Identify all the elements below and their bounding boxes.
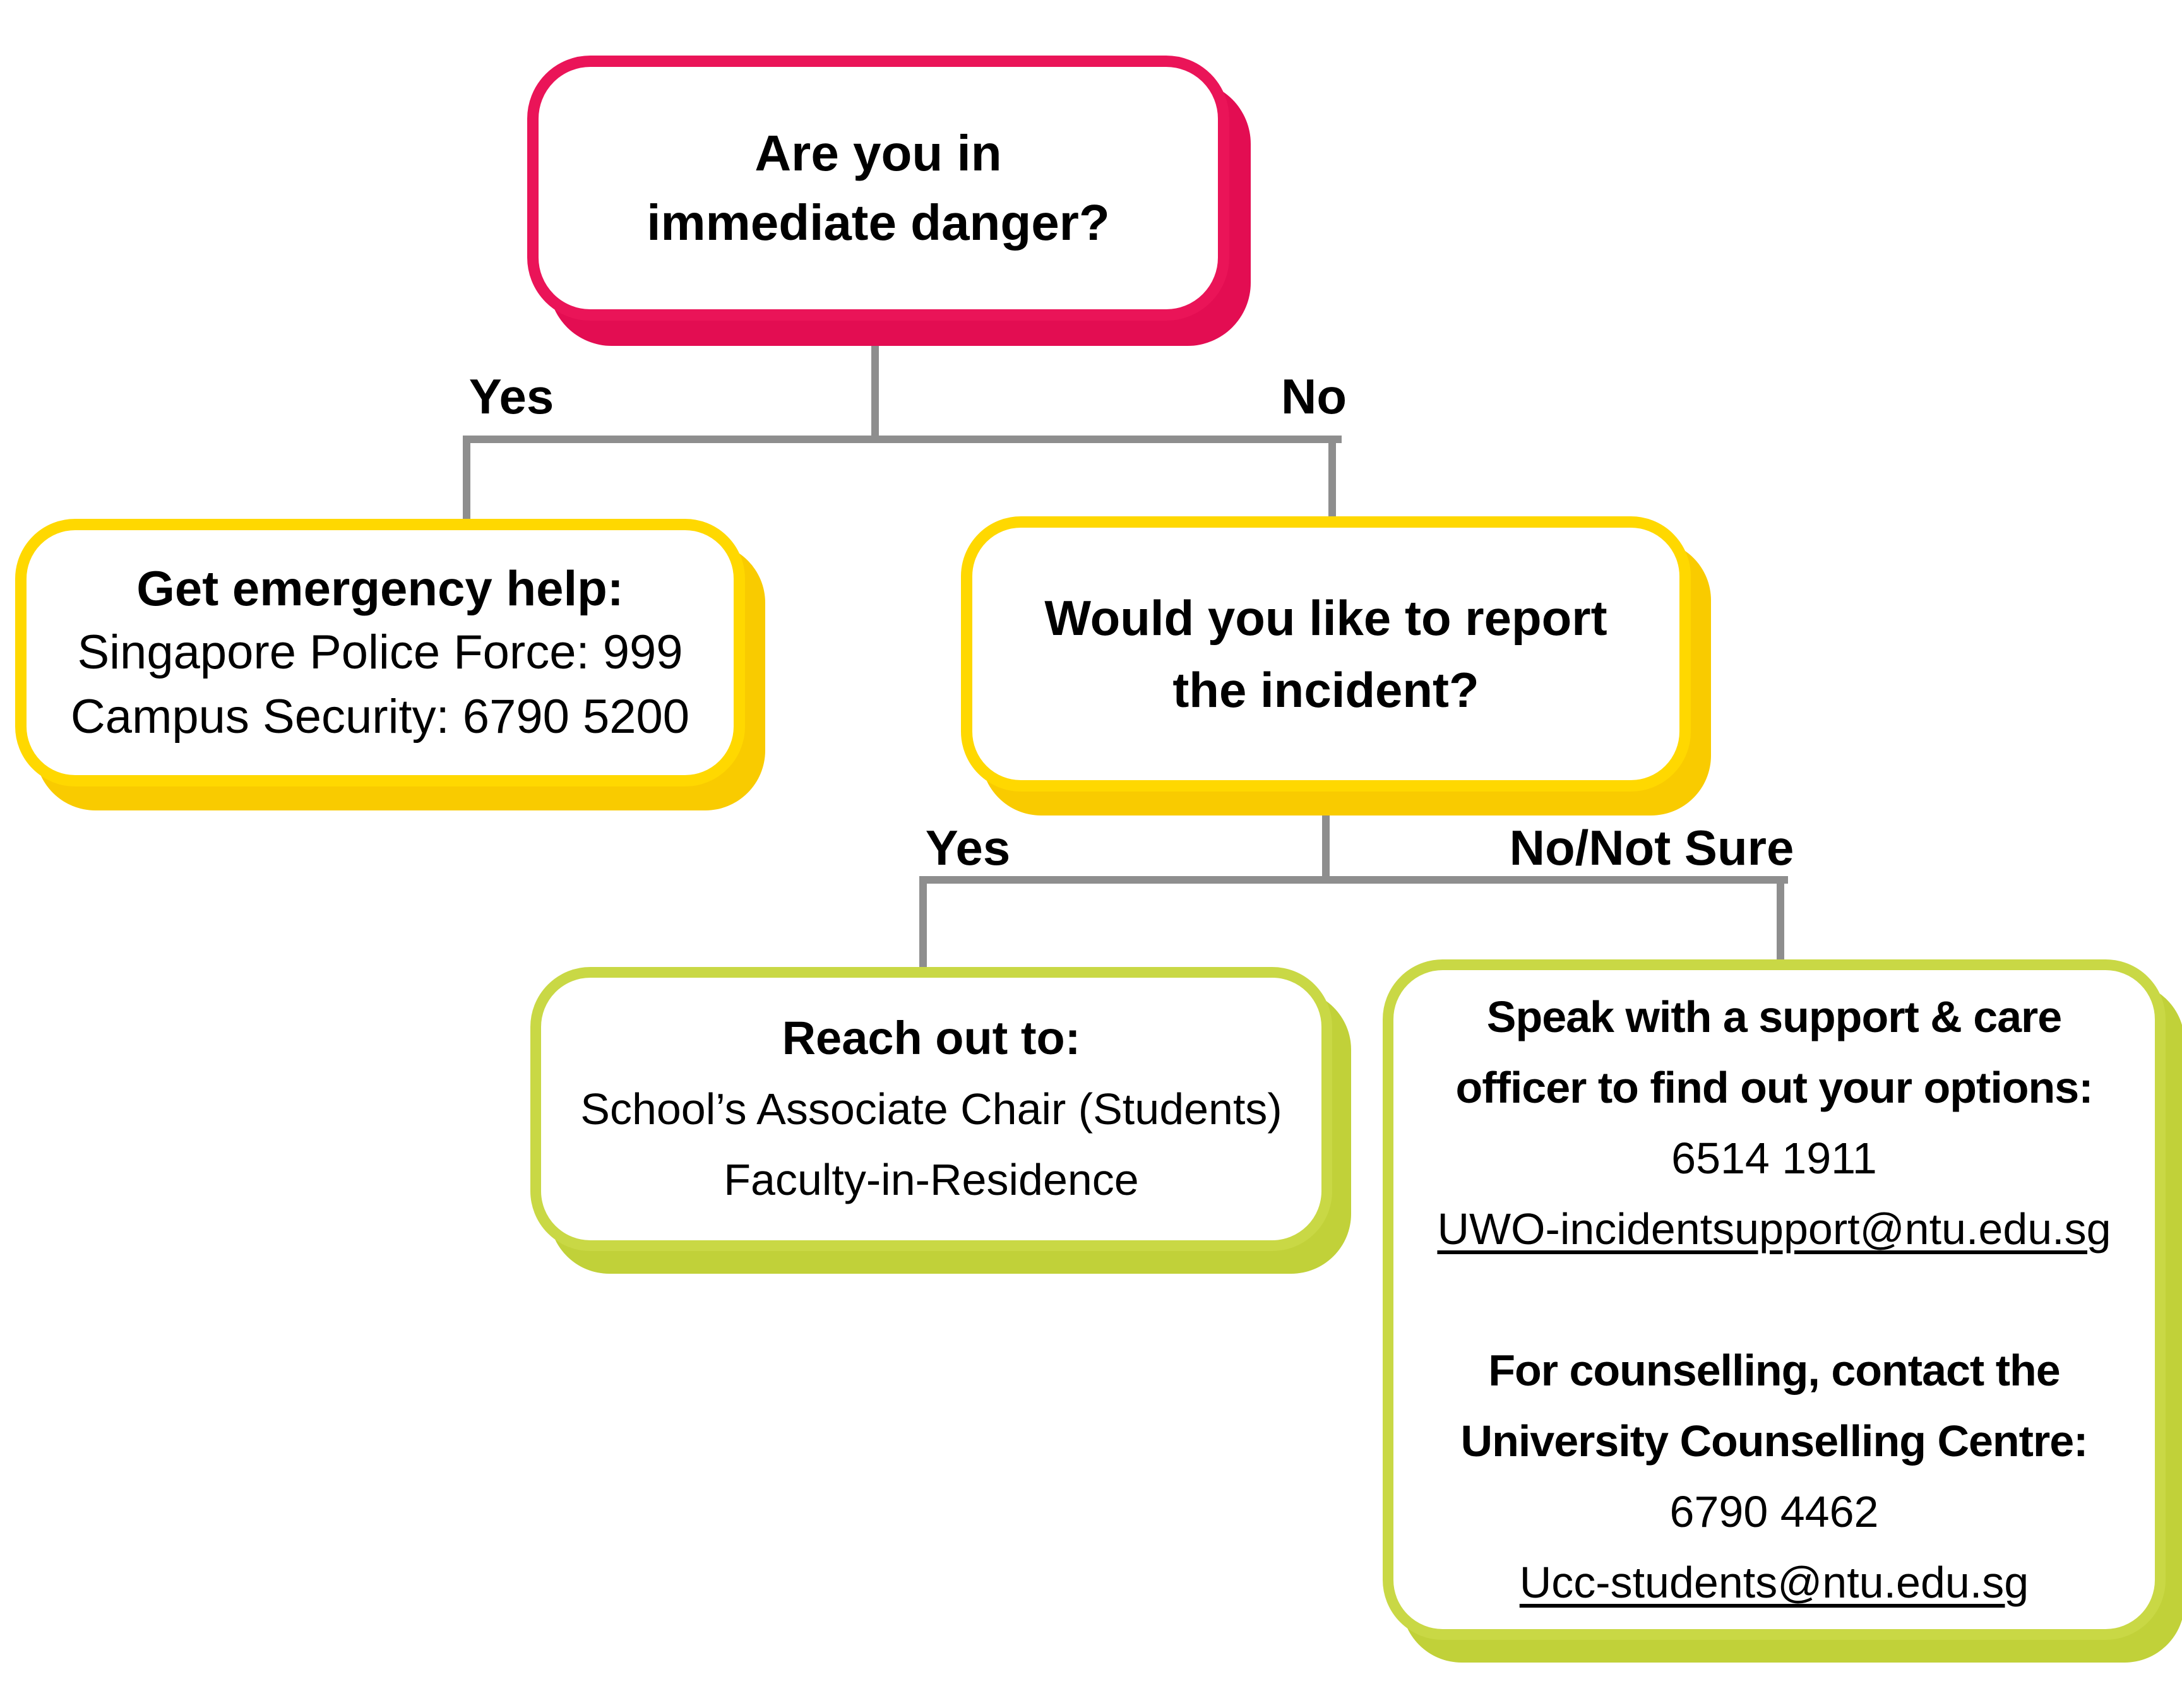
branch-label-no-1: No [1281,369,1347,424]
support-heading-line2: officer to find out your options: [1455,1063,2093,1112]
counselling-email-link[interactable]: Ucc-students@ntu.edu.sg [1519,1558,2029,1607]
question-report-incident-line1: Would you like to report [1044,590,1607,646]
connector-level1-yes-drop [463,436,470,521]
branch-label-no-not-sure: No/Not Sure [1509,820,1794,875]
question-immediate-danger-line1: Are you in [754,125,1002,181]
associate-chair-line: School’s Associate Chair (Students) [580,1084,1282,1134]
support-phone: 6514 1911 [1671,1134,1877,1183]
support-email-link[interactable]: UWO-incidentsupport@ntu.edu.sg [1437,1204,2111,1254]
reach-out-heading: Reach out to: [782,1012,1081,1064]
connector-root-stem [871,341,879,437]
question-report-incident-line2: the incident? [1172,662,1479,718]
branch-label-yes-2: Yes [925,820,1011,875]
connector-level2-yes-drop [919,876,927,970]
counselling-heading-line2: University Counselling Centre: [1460,1416,2089,1466]
question-report-incident-box: Would you like to report the incident? [961,516,1691,792]
question-immediate-danger-box: Are you in immediate danger? [527,56,1229,321]
faculty-in-residence-line: Faculty-in-Residence [724,1155,1139,1204]
support-heading-line1: Speak with a support & care [1486,992,2062,1041]
police-contact-line: Singapore Police Force: 999 [77,626,683,679]
reach-out-box: Reach out to: School’s Associate Chair (… [530,967,1332,1251]
campus-security-contact-line: Campus Security: 6790 5200 [70,690,690,744]
connector-report-stem [1322,813,1330,879]
emergency-help-box: Get emergency help: Singapore Police For… [15,519,745,786]
connector-level1-horizontal [463,436,1342,443]
question-immediate-danger-line2: immediate danger? [647,194,1110,251]
connector-level2-no-drop [1777,876,1784,963]
counselling-heading-line1: For counselling, contact the [1488,1346,2060,1395]
connector-level2-horizontal [919,876,1788,884]
support-care-box: Speak with a support & care officer to f… [1383,959,2166,1640]
counselling-phone: 6790 4462 [1669,1487,1879,1536]
connector-level1-no-drop [1328,436,1336,519]
emergency-help-heading: Get emergency help: [136,560,624,616]
branch-label-yes-1: Yes [468,369,554,424]
